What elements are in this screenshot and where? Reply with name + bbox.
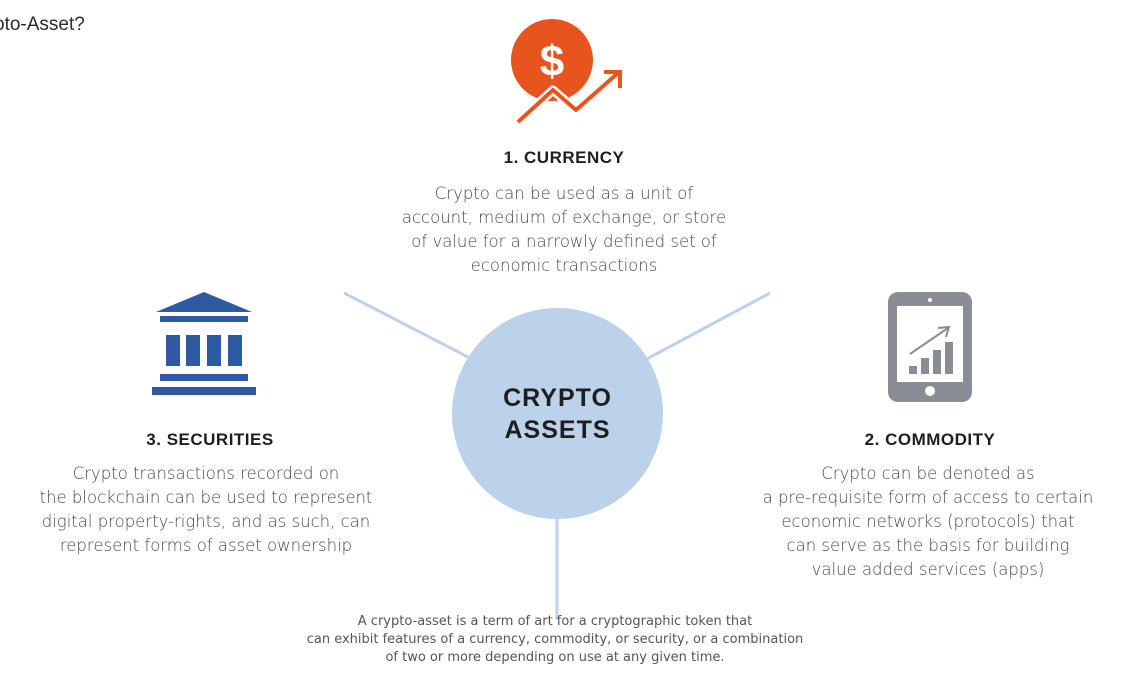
currency-description: Crypto can be used as a unit of account,… <box>401 184 727 275</box>
connector-right <box>644 291 771 362</box>
connector-left <box>343 291 471 360</box>
center-label-line2: ASSETS <box>504 415 611 444</box>
crypto-assets-circle: CRYPTO ASSETS <box>452 308 663 519</box>
commodity-description: Crypto can be denoted as a pre-requisite… <box>762 464 1094 579</box>
footnote: A crypto-asset is a term of art for a cr… <box>306 614 804 665</box>
dollar-trend-icon: $ <box>511 19 622 126</box>
securities-heading: 3. SECURITIES <box>146 430 274 449</box>
tablet-chart-icon <box>888 292 972 402</box>
bank-building-icon <box>152 292 256 395</box>
currency-heading: 1. CURRENCY <box>503 148 625 167</box>
page-title: oto-Asset? <box>0 14 85 35</box>
securities-description: Crypto transactions recorded on the bloc… <box>39 464 373 555</box>
commodity-heading: 2. COMMODITY <box>864 430 996 449</box>
center-label-line1: CRYPTO <box>503 383 612 412</box>
svg-text:$: $ <box>540 37 564 86</box>
